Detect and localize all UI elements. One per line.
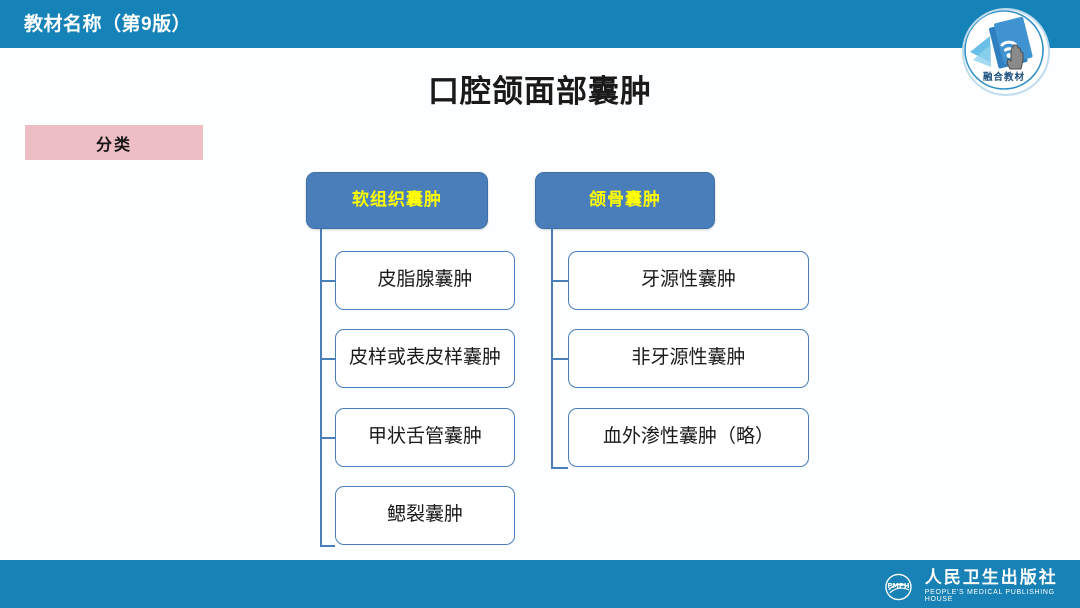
- publisher-logo: PMPH 人民卫生出版社 PEOPLE'S MEDICAL PUBLISHING…: [884, 570, 1080, 603]
- leaf-node-0-3[interactable]: 鳃裂囊肿: [335, 486, 515, 545]
- section-label: 分类: [25, 125, 203, 160]
- leaf-node-1-1[interactable]: 非牙源性囊肿: [568, 329, 809, 388]
- branch-head-1[interactable]: 颌骨囊肿: [535, 172, 715, 229]
- connector-trunk-0: [320, 229, 322, 546]
- connector-branch-1-1: [551, 358, 568, 360]
- leaf-node-0-2[interactable]: 甲状舌管囊肿: [335, 408, 515, 467]
- leaf-node-1-0[interactable]: 牙源性囊肿: [568, 251, 809, 310]
- connector-branch-0-3: [320, 545, 335, 547]
- connector-trunk-1: [551, 229, 553, 468]
- header-bar: [0, 0, 1080, 48]
- branch-head-0[interactable]: 软组织囊肿: [306, 172, 488, 229]
- connector-branch-0-0: [320, 280, 335, 282]
- leaf-node-1-2[interactable]: 血外渗性囊肿（略）: [568, 408, 809, 467]
- leaf-node-0-1[interactable]: 皮样或表皮样囊肿: [335, 329, 515, 388]
- pmph-logo-icon: PMPH: [885, 573, 912, 600]
- publisher-name-en: PEOPLE'S MEDICAL PUBLISHING HOUSE: [924, 589, 1055, 603]
- leaf-node-0-0[interactable]: 皮脂腺囊肿: [335, 251, 515, 310]
- svg-text:融合教材: 融合教材: [983, 71, 1025, 83]
- svg-text:PMPH: PMPH: [887, 581, 910, 589]
- publisher-name-cn: 人民卫生出版社: [924, 568, 1058, 588]
- connector-branch-1-0: [551, 280, 568, 282]
- connector-branch-0-1: [320, 358, 335, 360]
- connector-branch-0-2: [320, 437, 335, 439]
- fusion-textbook-badge-icon: 融合教材: [962, 8, 1050, 96]
- connector-branch-1-2: [551, 467, 568, 469]
- header-title: 教材名称（第9版）: [24, 14, 192, 35]
- page-title: 口腔颌面部囊肿: [428, 74, 652, 109]
